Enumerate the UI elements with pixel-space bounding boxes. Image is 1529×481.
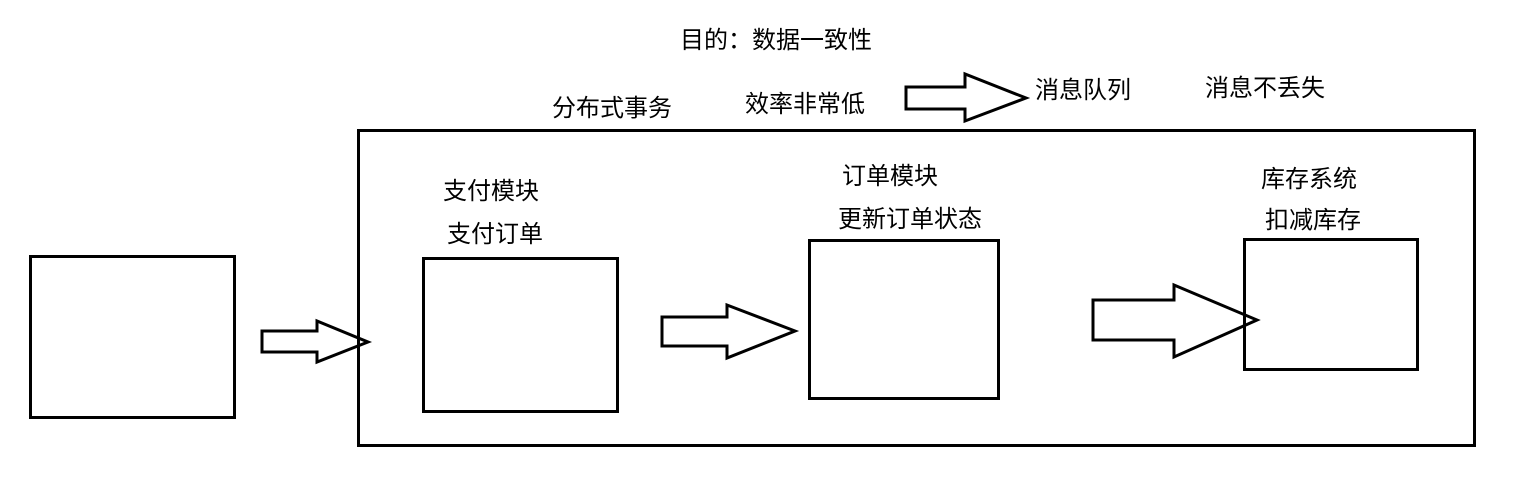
distributed-transaction-boundary [357, 129, 1476, 447]
inventory-system-action: 扣减库存 [1265, 206, 1361, 234]
distributed-transaction-label: 分布式事务 [552, 94, 672, 122]
inventory-system-box [1243, 238, 1419, 371]
low-efficiency-label: 效率非常低 [745, 90, 865, 118]
inventory-system-title: 库存系统 [1261, 165, 1357, 193]
order-module-title: 订单模块 [842, 162, 938, 190]
payment-module-box [422, 257, 619, 413]
no-message-loss-label: 消息不丢失 [1205, 74, 1325, 102]
source-box [29, 255, 236, 419]
order-module-action: 更新订单状态 [838, 205, 982, 233]
message-queue-label: 消息队列 [1035, 76, 1131, 104]
order-module-box [808, 239, 1000, 400]
payment-module-title: 支付模块 [443, 177, 539, 205]
diagram-title: 目的：数据一致性 [680, 26, 872, 54]
payment-module-action: 支付订单 [447, 220, 543, 248]
